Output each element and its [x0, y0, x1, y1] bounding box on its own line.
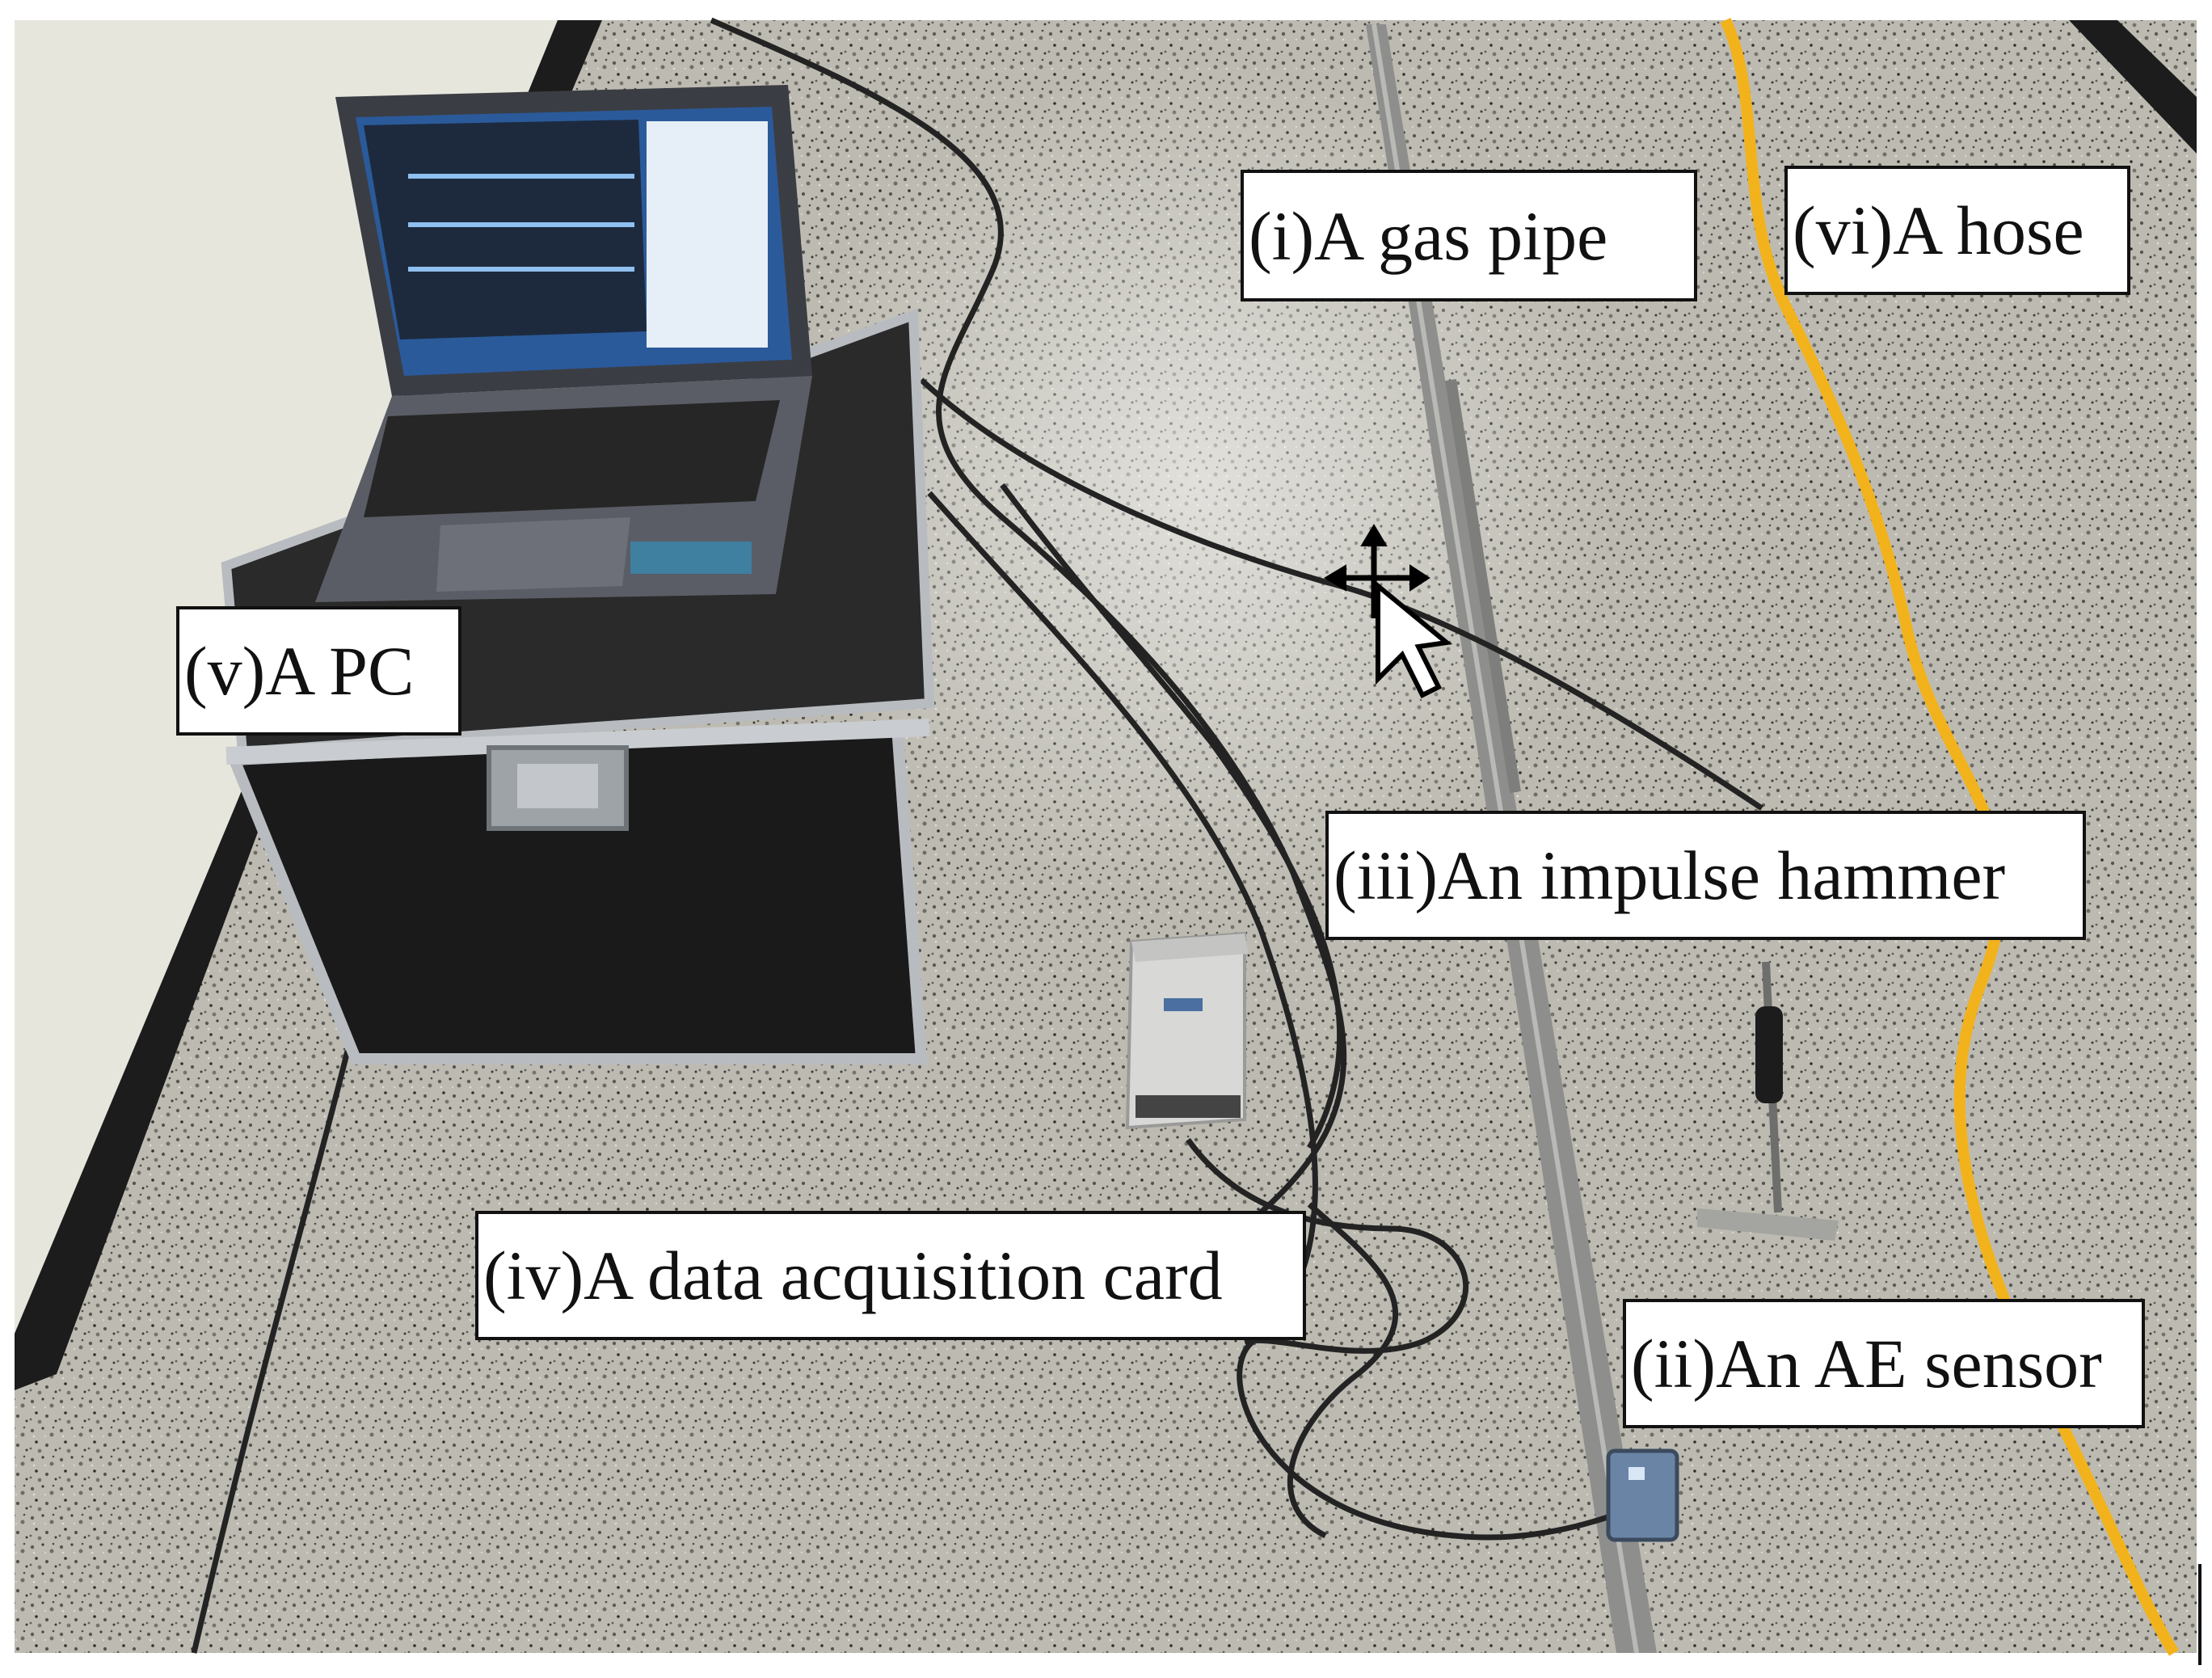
- label-hose: (vi)A hose: [1784, 166, 2130, 295]
- ae-sensor: [1606, 1448, 1679, 1542]
- label-ae-sensor: (ii)An AE sensor: [1623, 1299, 2145, 1428]
- label-data-acquisition-card: (iv)A data acquisition card: [475, 1211, 1306, 1340]
- label-gas-pipe: (i)A gas pipe: [1241, 170, 1697, 301]
- move-cursor-icon: [1324, 524, 1430, 618]
- daq-box: [1125, 931, 1249, 1130]
- short-pipe: [1445, 378, 1521, 794]
- impulse-hammer: [1697, 961, 1839, 1241]
- label-pc: (v)A PC: [176, 606, 461, 736]
- baseboard-right: [2069, 20, 2197, 154]
- label-impulse-hammer: (iii)An impulse hammer: [1325, 811, 2086, 940]
- edge-mark: [2198, 1564, 2201, 1665]
- laptop: [315, 85, 812, 602]
- arrow-pointer-icon: [1376, 580, 1453, 699]
